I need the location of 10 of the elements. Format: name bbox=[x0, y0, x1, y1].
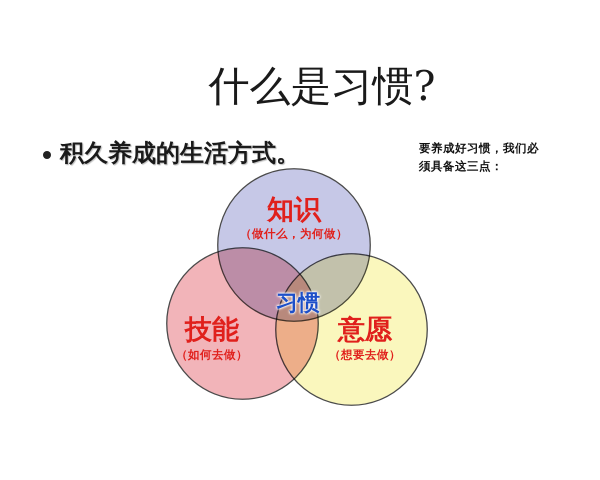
note-text: 要养成好习惯，我们必须具备这三点： bbox=[419, 140, 540, 175]
bullet-text: 积久养成的生活方式。 bbox=[60, 139, 300, 168]
circle-subtitle: （如何去做） bbox=[176, 348, 248, 362]
circle-title: 技能 bbox=[185, 314, 239, 346]
circle-title: 知识 bbox=[267, 194, 321, 226]
venn-circle bbox=[275, 253, 428, 406]
circle-title: 意愿 bbox=[338, 314, 392, 346]
title: 什么是习惯? bbox=[208, 62, 436, 110]
circle-subtitle: （想要去做） bbox=[329, 348, 401, 362]
circle-subtitle: （做什么，为何做） bbox=[240, 227, 348, 241]
